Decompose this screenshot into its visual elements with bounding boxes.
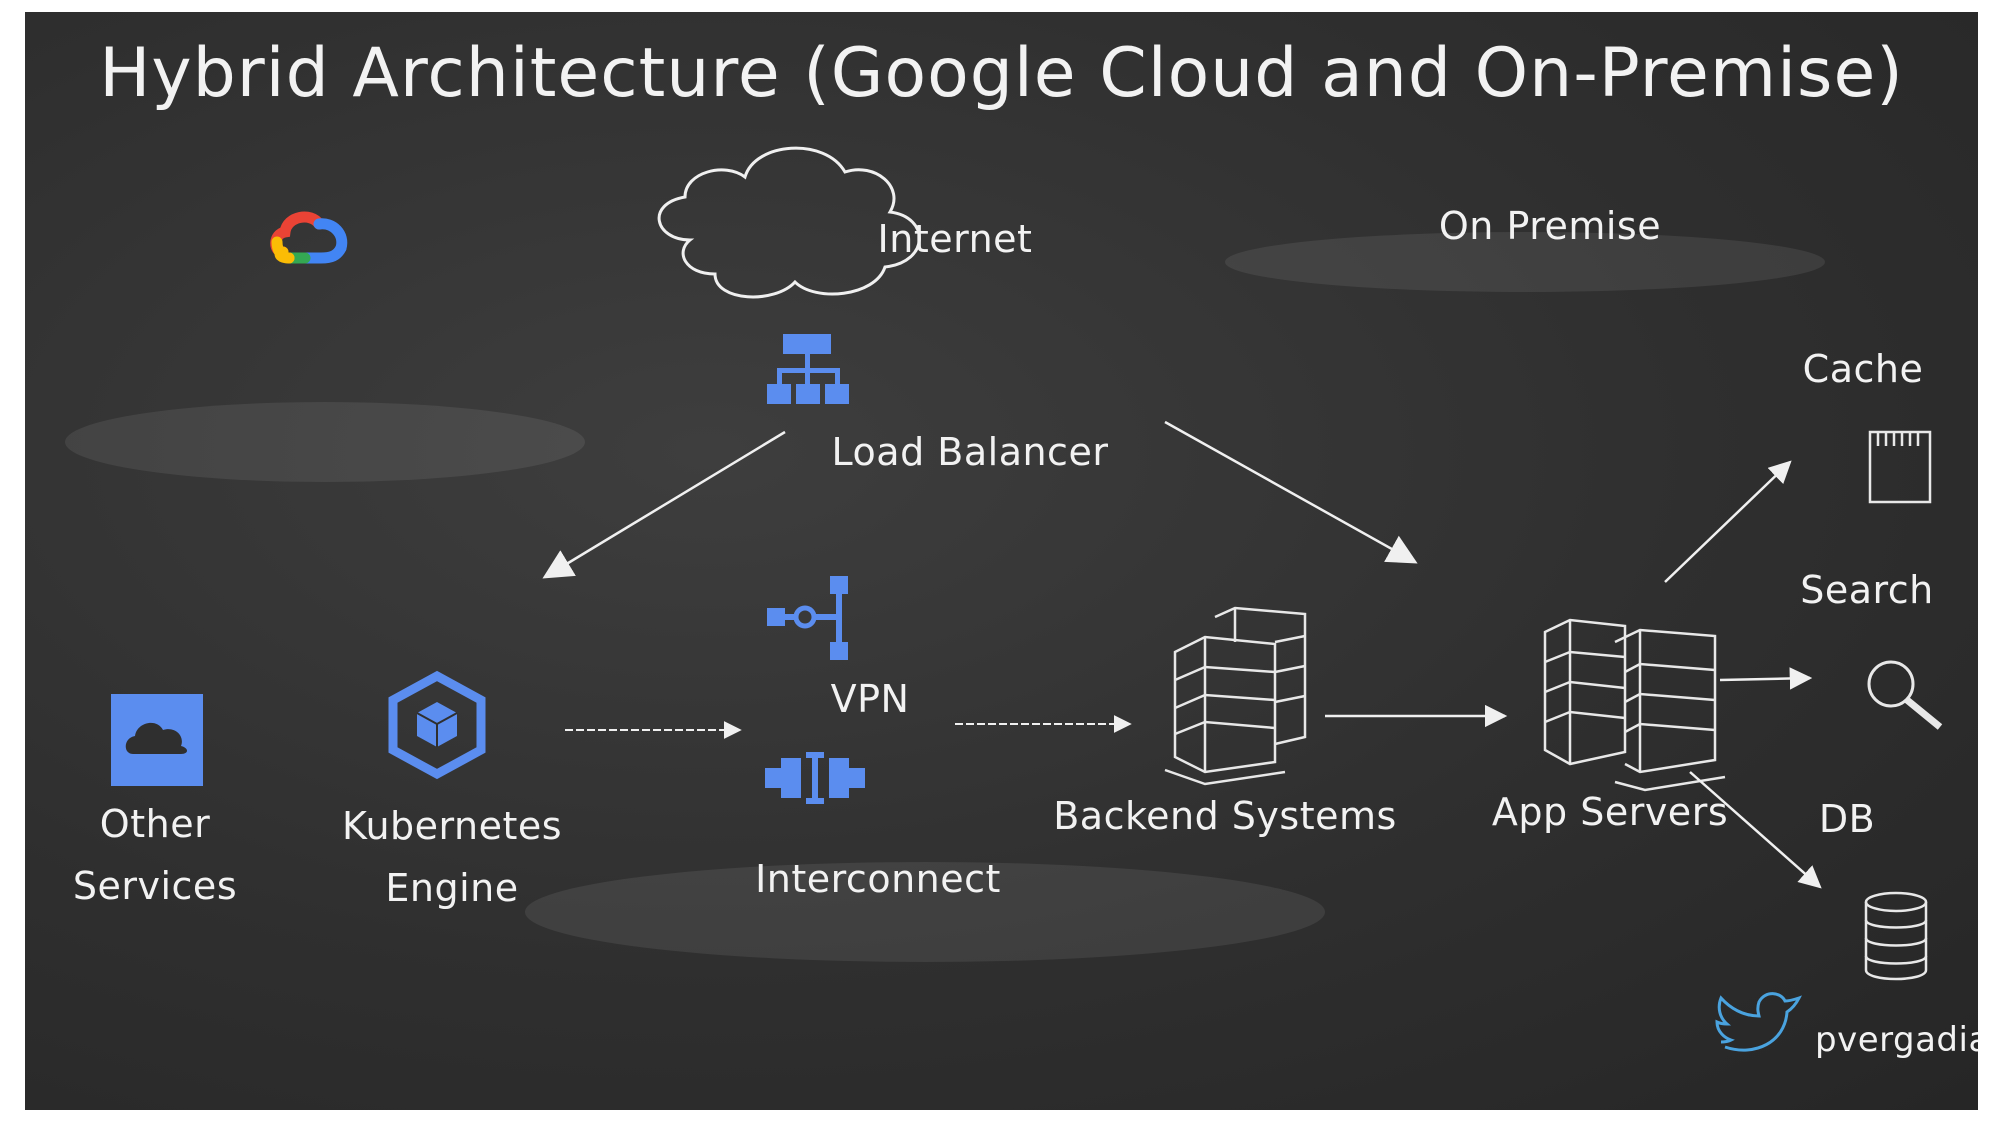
- vpn-icon: [767, 576, 848, 660]
- chalk-smudges: [65, 232, 1825, 962]
- db-label: DB: [1818, 797, 1876, 841]
- twitter-bird-icon: [1715, 992, 1802, 1052]
- backend-systems-label: Backend Systems: [1053, 794, 1397, 838]
- interconnect-label: Interconnect: [755, 857, 1001, 901]
- chalkboard: Hybrid Architecture (Google Cloud and On…: [25, 12, 1978, 1110]
- load-balancer-icon: [767, 334, 849, 404]
- internet-label: Internet: [877, 217, 1033, 261]
- backend-servers-icon: [1164, 606, 1307, 786]
- app-servers-icon: [1543, 618, 1726, 792]
- diagram-canvas: [65, 146, 1943, 1052]
- cache-label: Cache: [1802, 347, 1924, 391]
- search-label: Search: [1800, 568, 1934, 612]
- arrow-lb-to-onprem: [1164, 420, 1418, 564]
- cache-sd-card-icon: [1868, 430, 1932, 504]
- app-servers-label: App Servers: [1491, 790, 1729, 834]
- other-services-label-line1: Other: [99, 802, 211, 846]
- kubernetes-label-line2: Engine: [385, 866, 519, 910]
- other-services-label-line2: Services: [72, 864, 238, 908]
- arrow-lb-to-gcp: [542, 430, 786, 579]
- vpn-label: VPN: [830, 677, 910, 721]
- cloud-storage-icon: [111, 694, 203, 786]
- kubernetes-engine-icon: [388, 670, 486, 780]
- diagram-title: Hybrid Architecture (Google Cloud and On…: [99, 34, 1904, 113]
- interconnect-icon: [765, 752, 865, 804]
- internet-cloud-icon: [657, 146, 921, 299]
- arrow-app-to-search: [1719, 667, 1813, 690]
- arrow-app-to-cache: [1664, 460, 1792, 583]
- on-premise-zone-label: On Premise: [1438, 204, 1662, 248]
- search-magnifier-icon: [1867, 660, 1943, 730]
- google-cloud-logo-icon: [270, 211, 348, 264]
- kubernetes-label-line1: Kubernetes: [341, 804, 563, 848]
- load-balancer-label: Load Balancer: [831, 430, 1109, 474]
- database-icon: [1864, 891, 1928, 981]
- arrow-app-to-db: [1689, 771, 1822, 889]
- twitter-handle[interactable]: pvergadia: [1815, 1020, 1978, 1060]
